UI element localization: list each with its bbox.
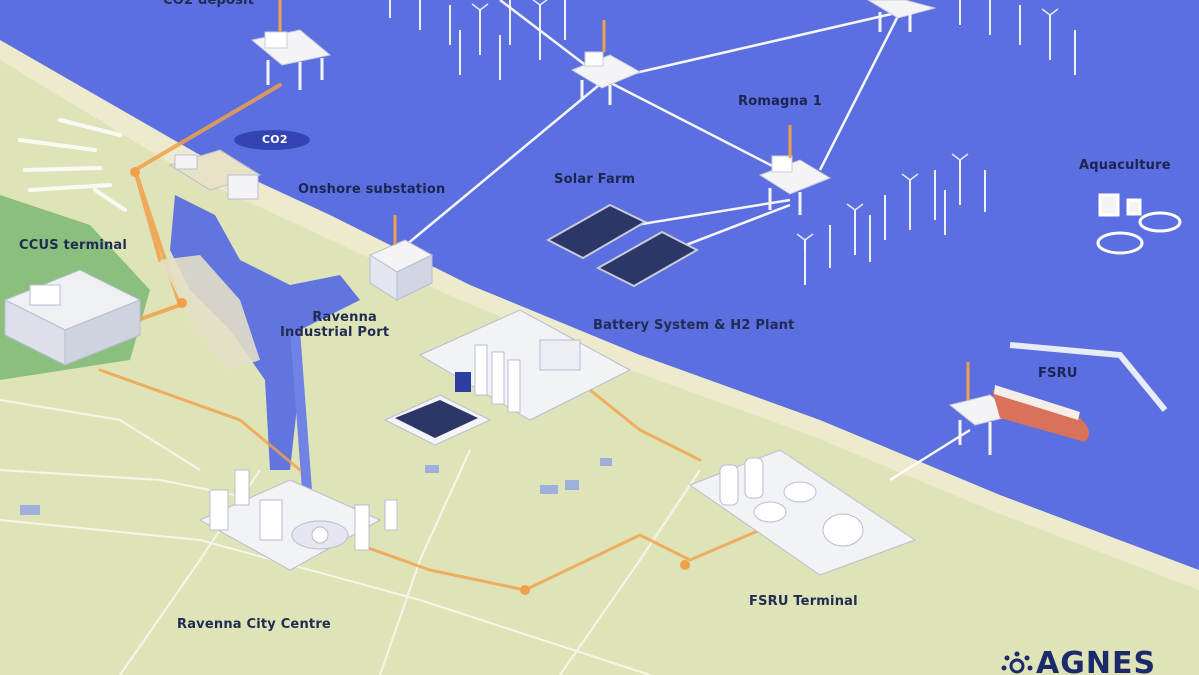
label-co2-tag: CO2: [262, 133, 288, 146]
co2-storage-marker: [234, 130, 310, 150]
label-fsru: FSRU: [1038, 366, 1078, 381]
label-battery-h2: Battery System & H2 Plant: [593, 318, 795, 333]
fsru-ship: [992, 385, 1089, 442]
platform-north-east: [867, 0, 937, 32]
platform-hub-north: [570, 20, 642, 105]
label-romagna-1: Romagna 1: [738, 94, 822, 109]
label-onshore-substation: Onshore substation: [298, 182, 446, 197]
brand-logo: AGNES: [1000, 648, 1199, 675]
label-fsru-terminal: FSRU Terminal: [749, 594, 858, 609]
label-ravenna-city-centre: Ravenna City Centre: [177, 617, 331, 632]
brand-emblem-icon: [1001, 651, 1033, 674]
ravenna-city-cluster: [198, 469, 398, 571]
label-ravenna-port-line2: Industrial Port: [280, 325, 390, 340]
solar-farm: [545, 203, 700, 288]
aquaculture-site: [1096, 193, 1182, 255]
label-ravenna-port-line1: Ravenna: [312, 310, 378, 325]
pipeline-markers: [130, 167, 690, 595]
canal: [290, 330, 312, 490]
platform-co2-deposit: [250, 0, 332, 90]
co2-pipeline: [108, 83, 282, 332]
ccus-terminal-building: [3, 269, 142, 366]
label-aquaculture: Aquaculture: [1079, 158, 1171, 173]
fsru-terminal-site: [688, 449, 917, 576]
onshore-substation: [368, 215, 434, 301]
ponds: [20, 458, 612, 515]
wind-farm-north: [389, 0, 1076, 80]
turbine-blades: [471, 0, 1059, 250]
battery-h2-plant: [383, 309, 632, 446]
brand-name: AGNES: [1036, 648, 1157, 675]
label-ccus-terminal: CCUS terminal: [19, 238, 128, 253]
label-solar-farm: Solar Farm: [554, 172, 636, 187]
label-ravenna-port: Ravenna Industrial Port: [280, 310, 389, 340]
fsru-jetty: [1009, 342, 1168, 412]
port-industrial-area: [160, 149, 262, 370]
platform-romagna-1: [758, 125, 832, 215]
label-co2-deposit: CO2 deposit: [163, 0, 255, 8]
harbour-piers: [18, 118, 127, 212]
port-basin: [170, 195, 360, 470]
gas-pipeline: [98, 368, 762, 592]
